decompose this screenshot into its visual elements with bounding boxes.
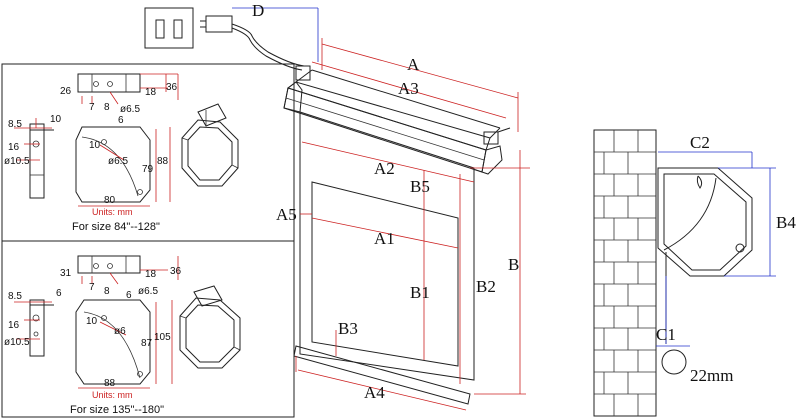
dim-8: 8 [104,102,110,113]
plug [205,15,233,33]
dim-10b: 10 [89,140,101,151]
dim-7b: 7 [89,282,95,293]
viewing-area [311,181,459,367]
dim-6: 6 [118,115,124,126]
label-A4: A4 [364,383,385,402]
weight-bar [661,349,687,375]
side-view: C2 B4 C1 22mm [593,129,796,417]
screen-roll [663,177,717,251]
dim-10c: 10 [86,316,98,327]
dim-18b: 18 [145,269,157,280]
label-B4: B4 [776,213,796,232]
left-mount-bracket [295,65,311,81]
bracket-3d-bottom [179,285,241,369]
bracket-top-view-b [77,255,141,274]
dim-8b: 8 [104,286,110,297]
dim-16: 16 [8,142,20,153]
bracket-top-view [77,73,141,93]
dim-hole-10-5b: ø10.5 [4,337,30,348]
keyhole [696,175,703,189]
dim-87: 87 [141,338,153,349]
caption-top: For size 84"--128" [72,221,160,233]
brick-wall [593,129,657,417]
dim-8-5b: 8.5 [8,291,22,302]
case-left-endcap [283,81,303,113]
octagon-bracket-front [75,126,151,203]
panel-bottom: 31 7 8 ø6.5 18 36 8.5 6 6 16 ø10.5 10 ø6… [4,255,241,416]
label-A1: A1 [374,229,395,248]
projector-screen: A A3 A2 B5 A5 A1 B B2 B1 B3 A4 D [252,1,530,411]
dim-36: 36 [166,82,178,93]
label-B1: B1 [410,283,430,302]
brick-pattern [594,130,656,416]
wall-socket [144,7,194,49]
dim-10: 10 [50,114,62,125]
bracket-side-view-b [29,299,45,357]
label-D: D [252,1,264,20]
left-panels [1,63,295,418]
right-mount-bracket [483,131,499,145]
dim-hole-6: ø6 [114,326,126,337]
units-top: Units: mm [92,207,133,217]
dim-hole-10-5: ø10.5 [4,156,30,167]
dim-hole-6-5: ø6.5 [120,104,140,115]
label-C2: C2 [690,133,710,152]
dim-88b: 88 [104,378,116,389]
dim-79: 79 [142,164,154,175]
caption-bottom: For size 135"--180" [70,404,164,416]
dim-7: 7 [89,102,95,113]
dim-26: 26 [60,86,72,97]
panel-top: 26 7 8 ø6.5 18 36 8.5 10 6 16 ø10.5 10 ø… [4,73,239,233]
dim-31: 31 [60,268,72,279]
case-right-endcap [469,145,503,175]
case-cross-section [657,167,753,277]
dim-18: 18 [145,87,157,98]
power-cable [231,23,305,67]
label-B5: B5 [410,177,430,196]
label-A3: A3 [398,79,419,98]
dim-88: 88 [157,156,169,167]
label-A5: A5 [276,205,297,224]
dim-hole-6-5b: ø6.5 [108,156,128,167]
label-B2: B2 [476,277,496,296]
screen-fabric [299,111,475,381]
dim-6c: 6 [126,290,132,301]
dim-6b: 6 [56,288,62,299]
dim-80: 80 [104,195,116,206]
dim-16b: 16 [8,320,20,331]
label-A2: A2 [374,159,395,178]
dim-8-5: 8.5 [8,119,22,130]
dim-36b: 36 [170,266,182,277]
label-A: A [407,55,420,74]
bracket-3d-top [181,103,239,187]
bottom-bar [293,345,471,405]
octagon-bracket-front-b [75,299,151,385]
dim-hole-6-5c: ø6.5 [138,286,158,297]
bracket-side-view [29,123,45,199]
label-B: B [508,255,519,274]
label-22mm: 22mm [690,366,733,385]
units-bottom: Units: mm [92,390,133,400]
label-C1: C1 [656,325,676,344]
socket-and-plug [144,7,319,71]
dim-105: 105 [154,332,171,343]
label-B3: B3 [338,319,358,338]
